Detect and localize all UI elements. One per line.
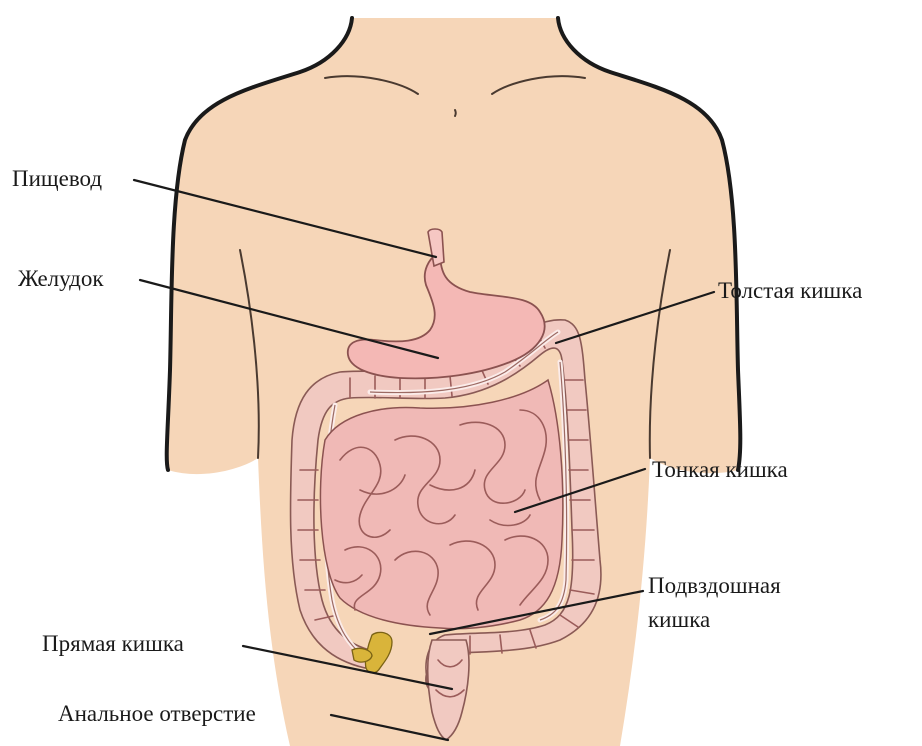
label-esophagus: Пищевод [12,166,102,191]
small-intestine [320,380,562,629]
label-anus: Анальное отверстие [58,701,256,726]
label-stomach: Желудок [18,266,104,291]
label-large-intestine: Толстая кишка [718,278,862,303]
label-rectum: Прямая кишка [42,631,184,656]
label-ileum-line1: Подвздошная [648,573,781,598]
label-ileum-line2: кишка [648,607,710,632]
label-small-intestine: Тонкая кишка [652,457,788,482]
